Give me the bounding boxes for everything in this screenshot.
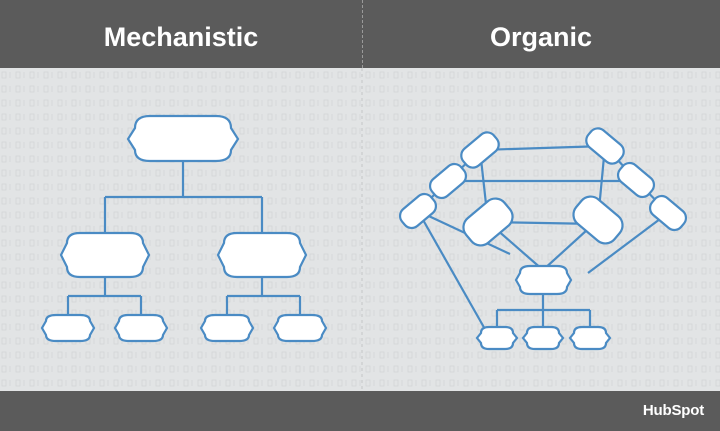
- bottom-node-2: [113, 313, 169, 343]
- hubspot-logo: HubSpot: [642, 402, 704, 419]
- mechanistic-diagram: [40, 114, 328, 343]
- organic-node-mid-left: [428, 162, 468, 200]
- organic-node-outer-right: [648, 194, 688, 232]
- footer-bar: HubSpot: [0, 391, 720, 431]
- mechanistic-edges: [66, 161, 302, 315]
- organic-node-mid-right: [616, 161, 656, 199]
- bottom-node-4: [272, 313, 328, 343]
- mechanistic-title: Mechanistic: [103, 22, 259, 52]
- header-divider: [362, 0, 363, 68]
- organic-node-top-right: [585, 127, 625, 165]
- organic-title: Organic: [489, 22, 593, 52]
- organic-node-top-left: [460, 131, 500, 169]
- organic-node-outer-left: [398, 192, 438, 230]
- organic-node-bottom-2: [521, 325, 565, 351]
- bottom-node-1: [40, 313, 96, 343]
- top-node: [126, 114, 240, 163]
- organic-node-large-right: [572, 195, 624, 245]
- middle-node-left: [59, 231, 151, 279]
- organic-node-center: [514, 264, 573, 296]
- organic-node-bottom-1: [475, 325, 519, 351]
- organic-node-large-left: [462, 197, 514, 247]
- middle-node-right: [216, 231, 308, 279]
- header-bar: Mechanistic Organic: [0, 0, 720, 68]
- organic-diagram: [398, 127, 688, 351]
- organic-node-bottom-3: [568, 325, 612, 351]
- org-structure-diagrams: [0, 68, 720, 391]
- bottom-node-3: [199, 313, 255, 343]
